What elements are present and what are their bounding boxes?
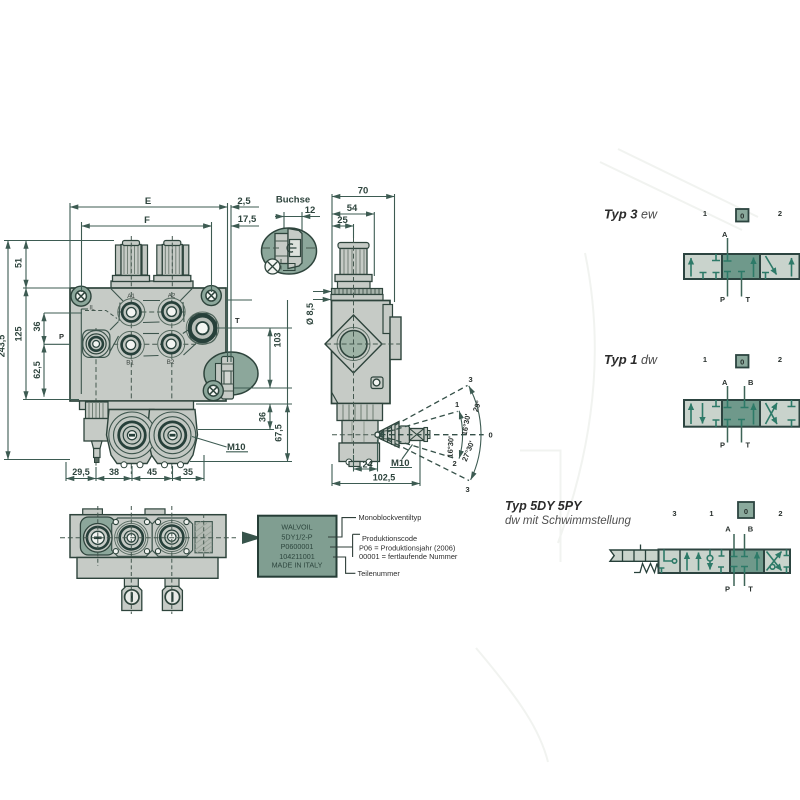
svg-text:45: 45 <box>147 467 157 477</box>
svg-text:2: 2 <box>778 509 782 518</box>
svg-text:29,5: 29,5 <box>72 467 90 477</box>
svg-text:E: E <box>145 196 151 207</box>
svg-text:29°: 29° <box>471 399 483 413</box>
svg-text:Typ 5DY 5PY: Typ 5DY 5PY <box>505 499 583 513</box>
svg-text:Produktionscode: Produktionscode <box>362 534 417 543</box>
svg-text:00001 = fertlaufende Nummer: 00001 = fertlaufende Nummer <box>359 552 458 561</box>
svg-text:T: T <box>746 295 751 304</box>
svg-text:A: A <box>722 230 728 239</box>
svg-text:0: 0 <box>740 211 744 220</box>
svg-text:54: 54 <box>347 203 358 214</box>
svg-text:16°30': 16°30' <box>445 436 455 458</box>
svg-text:1: 1 <box>455 400 459 409</box>
svg-text:Typ 3: Typ 3 <box>604 207 638 222</box>
svg-text:T: T <box>235 316 240 325</box>
svg-text:1: 1 <box>709 509 713 518</box>
svg-text:P0600001: P0600001 <box>281 542 314 551</box>
svg-text:IL: IL <box>89 305 95 312</box>
svg-text:P: P <box>720 295 725 304</box>
svg-text:0: 0 <box>740 357 744 366</box>
svg-text:103: 103 <box>273 332 283 347</box>
svg-text:Ø 8,5: Ø 8,5 <box>305 303 315 325</box>
svg-text:F: F <box>144 215 150 226</box>
svg-text:T: T <box>748 585 753 594</box>
svg-text:104211001: 104211001 <box>279 552 314 561</box>
svg-text:M10: M10 <box>227 442 245 453</box>
svg-text:P: P <box>720 441 725 450</box>
svg-text:2,5: 2,5 <box>237 196 251 207</box>
svg-text:A1: A1 <box>127 293 135 300</box>
svg-text:5DY1/2-P: 5DY1/2-P <box>281 532 312 541</box>
svg-text:35: 35 <box>183 467 193 477</box>
svg-text:A: A <box>722 378 728 387</box>
svg-text:3: 3 <box>672 509 676 518</box>
svg-text:24: 24 <box>362 460 372 470</box>
svg-text:P: P <box>725 585 730 594</box>
svg-text:Monoblockventiltyp: Monoblockventiltyp <box>359 513 422 522</box>
svg-text:36: 36 <box>258 412 268 422</box>
svg-text:38: 38 <box>109 467 119 477</box>
svg-text:B: B <box>748 378 754 387</box>
svg-text:12: 12 <box>305 205 316 216</box>
svg-text:0: 0 <box>489 431 493 440</box>
svg-text:125: 125 <box>14 326 24 341</box>
svg-text:102,5: 102,5 <box>373 473 396 483</box>
svg-text:M10: M10 <box>391 458 409 469</box>
svg-text:P06 = Produktionsjahr (2006): P06 = Produktionsjahr (2006) <box>359 544 455 553</box>
svg-text:1: 1 <box>703 355 707 364</box>
svg-text:62,5: 62,5 <box>32 361 42 379</box>
svg-text:2: 2 <box>778 355 782 364</box>
svg-text:0: 0 <box>744 507 748 516</box>
svg-text:3: 3 <box>466 485 470 494</box>
svg-text:2: 2 <box>778 209 782 218</box>
svg-text:A: A <box>725 525 731 534</box>
svg-text:70: 70 <box>358 186 369 197</box>
svg-text:67,5: 67,5 <box>274 424 284 442</box>
svg-text:Typ 1: Typ 1 <box>604 352 637 367</box>
svg-text:dw mit Schwimmstellung: dw mit Schwimmstellung <box>505 515 631 527</box>
svg-text:P: P <box>59 332 64 341</box>
svg-text:dw: dw <box>641 353 658 367</box>
svg-text:243,5: 243,5 <box>0 335 7 358</box>
svg-text:16°30': 16°30' <box>460 413 473 436</box>
svg-text:51: 51 <box>14 258 24 268</box>
svg-text:T: T <box>746 441 751 450</box>
svg-text:MADE IN ITALY: MADE IN ITALY <box>272 561 323 570</box>
svg-text:B2: B2 <box>167 359 175 366</box>
svg-text:36: 36 <box>32 321 42 331</box>
svg-text:B1: B1 <box>126 360 134 367</box>
svg-text:Teilenummer: Teilenummer <box>358 569 401 578</box>
svg-text:17,5: 17,5 <box>238 214 257 225</box>
svg-text:2: 2 <box>453 459 457 468</box>
svg-text:ew: ew <box>641 208 658 222</box>
svg-text:25: 25 <box>337 215 348 226</box>
svg-text:Buchse: Buchse <box>276 195 310 206</box>
svg-text:3: 3 <box>469 375 473 384</box>
svg-text:1: 1 <box>703 209 707 218</box>
svg-text:A2: A2 <box>168 293 176 300</box>
svg-text:WALVOIL: WALVOIL <box>281 523 312 532</box>
svg-text:B: B <box>748 525 754 534</box>
